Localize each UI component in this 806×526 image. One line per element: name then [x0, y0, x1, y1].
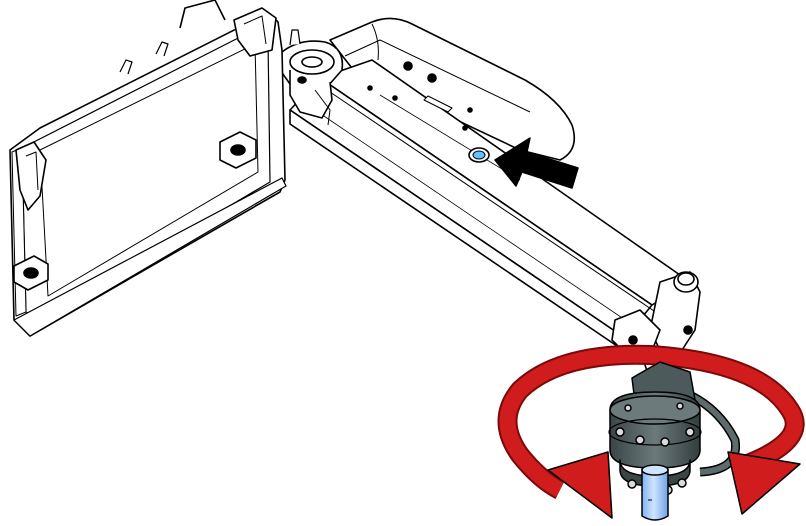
rotation-arrow-icon [497, 344, 805, 499]
mounting-bracket [9, 0, 287, 337]
output-shaft [641, 464, 669, 521]
boom-arm [289, 17, 691, 349]
rotation-arrow-heads [547, 451, 801, 519]
rotator-unit [608, 361, 741, 495]
arrow-icon [494, 137, 579, 189]
highlight-hole [468, 147, 490, 163]
hinge-knuckle [279, 29, 344, 126]
